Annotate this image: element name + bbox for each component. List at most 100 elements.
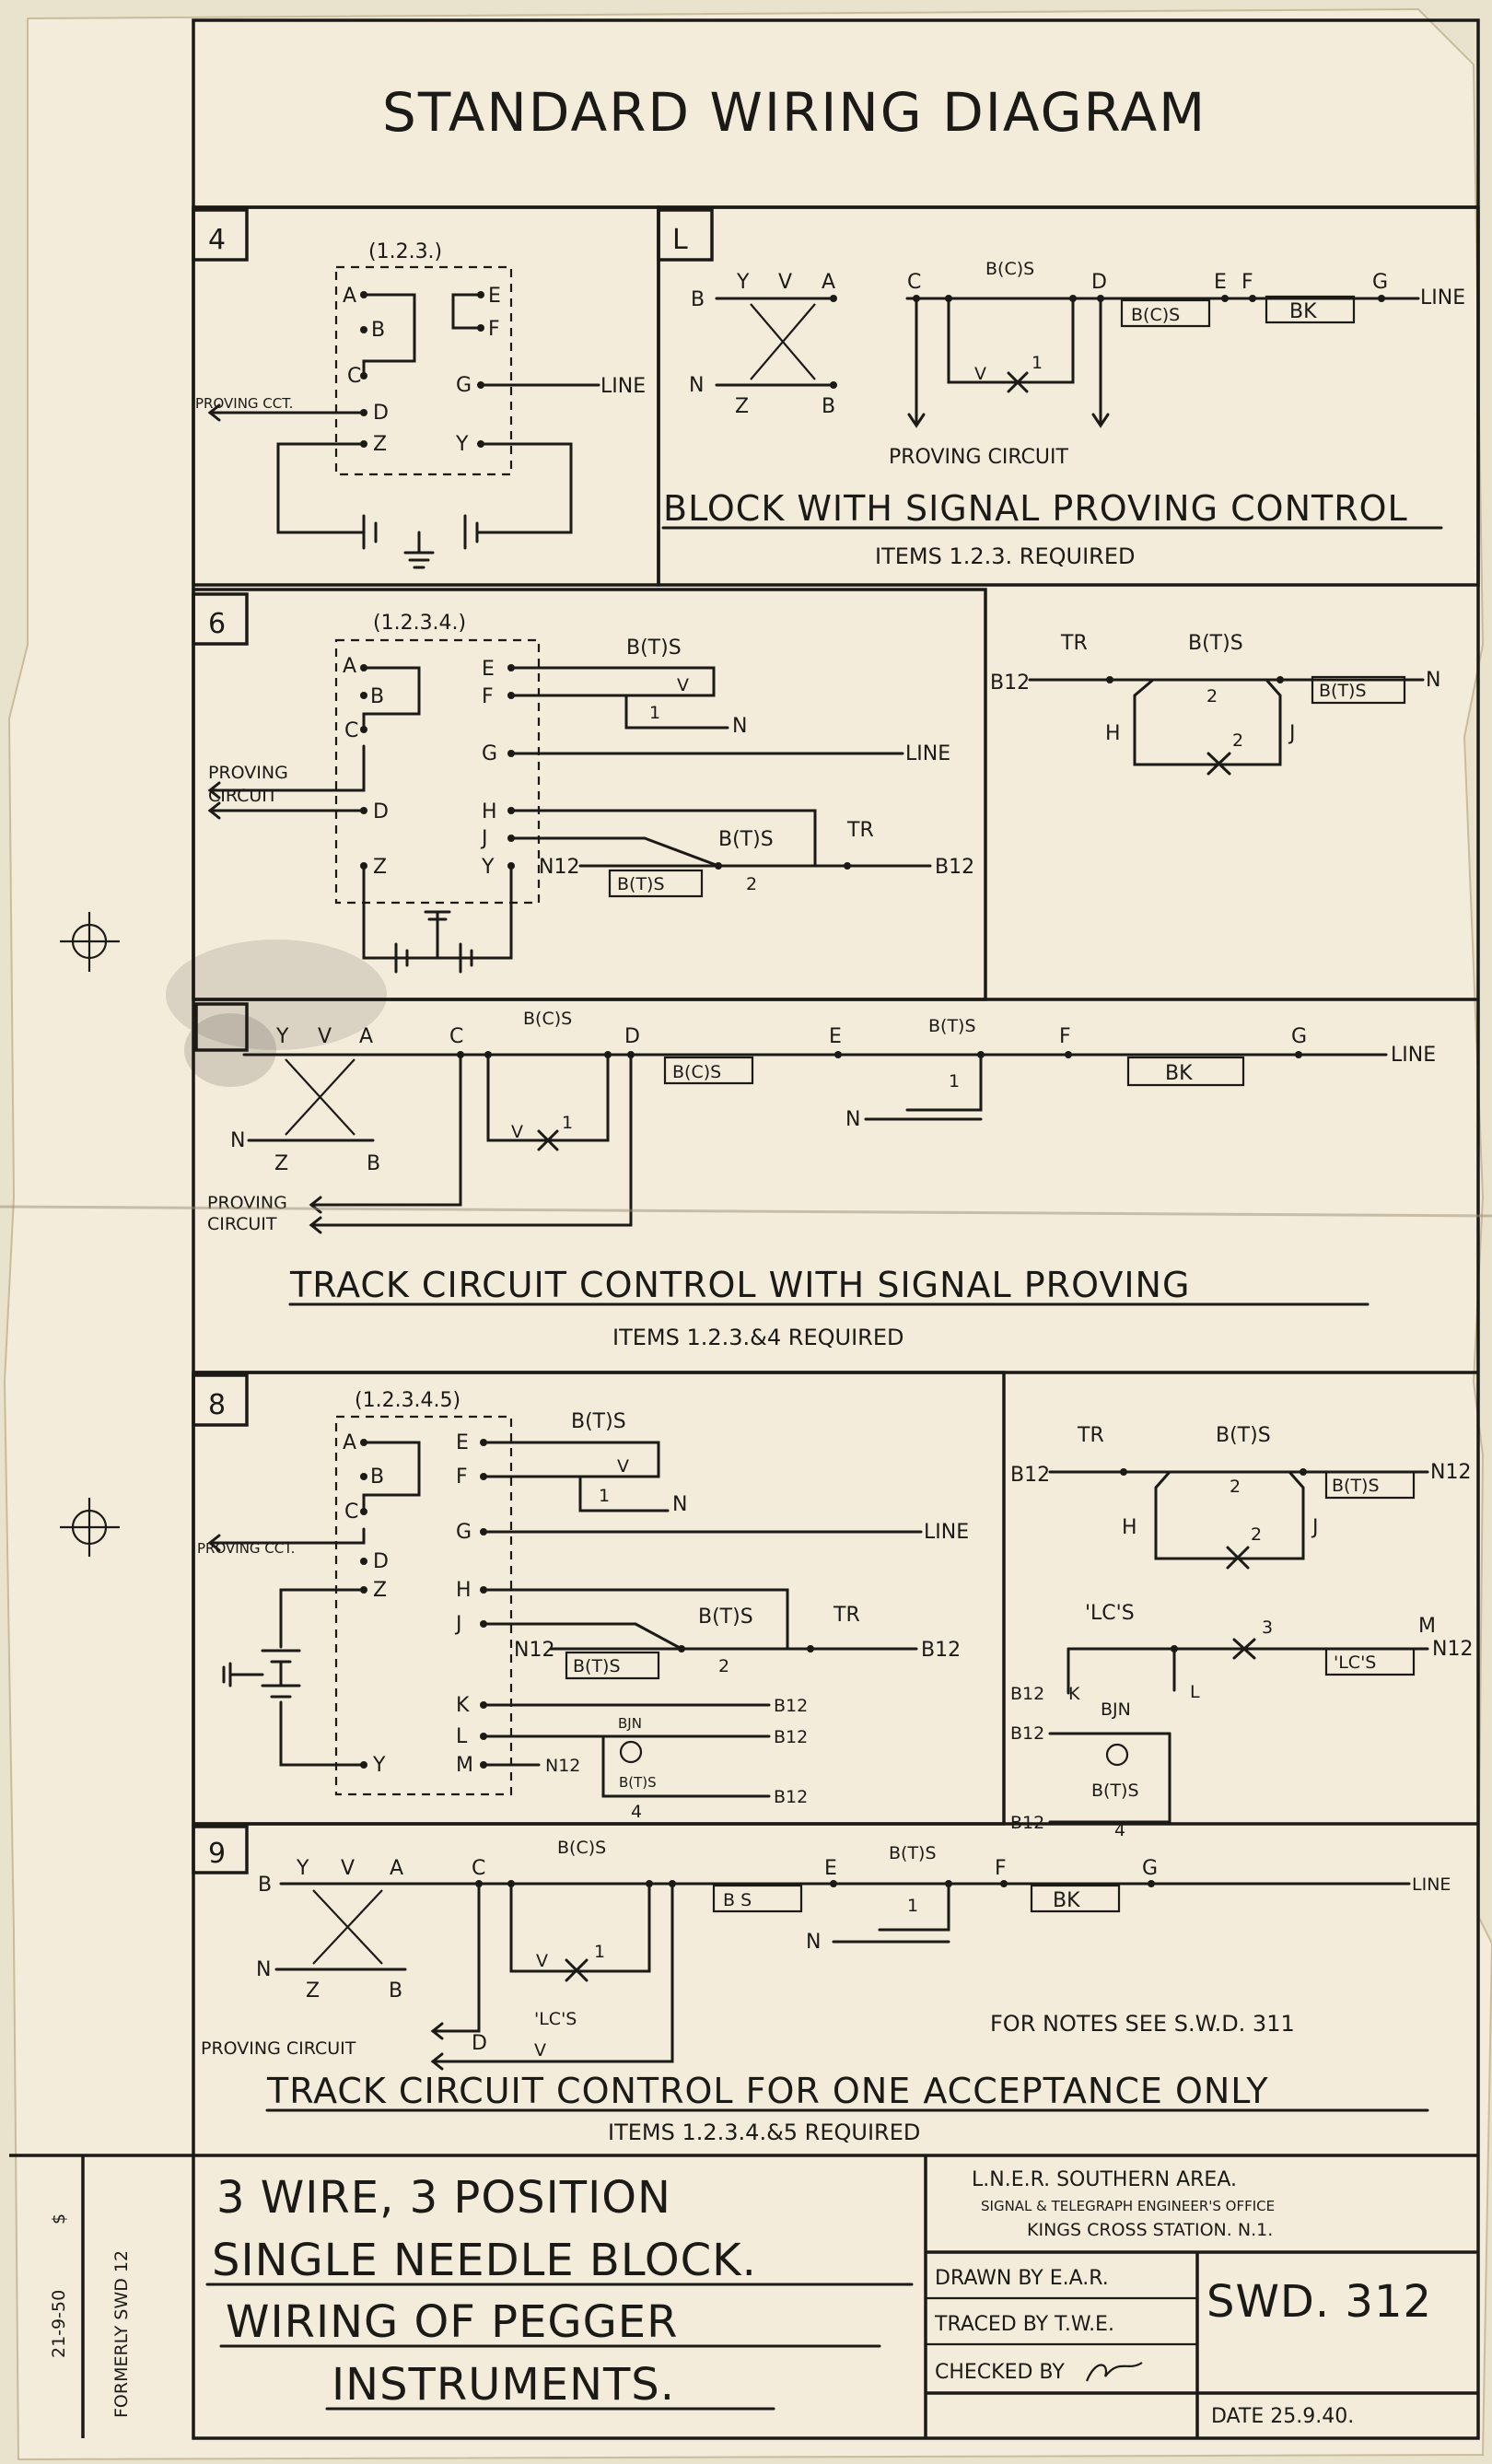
label-c: C	[472, 1857, 485, 1880]
label-two: 2	[1232, 730, 1243, 751]
terminal-g: G	[482, 742, 497, 765]
label-bts: B(T)S	[619, 1774, 657, 1791]
label-two: 2	[1230, 1477, 1241, 1497]
label-bts: B(T)S	[1216, 1424, 1271, 1447]
label-n12: N12	[545, 1756, 580, 1776]
notes-reference: FOR NOTES SEE S.W.D. 311	[990, 2011, 1295, 2037]
label-lcs: 'LC'S	[1085, 1602, 1135, 1625]
label-b12: B12	[1010, 1684, 1044, 1704]
label-v: V	[534, 2040, 546, 2061]
label-f: F	[1241, 271, 1253, 294]
terminal-g: G	[456, 1521, 472, 1544]
drawing-date: DATE 25.9.40.	[1211, 2405, 1354, 2428]
traced-by: TRACED BY T.W.E.	[934, 2313, 1114, 2336]
label-v: V	[974, 364, 986, 384]
label-b: B	[367, 1152, 380, 1175]
stain	[184, 1013, 276, 1087]
label-one: 1	[594, 1942, 605, 1962]
label-v: V	[318, 1025, 332, 1048]
margin-mark: $	[49, 2213, 69, 2225]
box-bcs: B(C)S	[1131, 305, 1180, 325]
terminal-d: D	[373, 402, 389, 425]
label-bjn: BJN	[618, 1715, 642, 1732]
proving-label: CIRCUIT	[208, 786, 278, 806]
proving-label: PROVING	[207, 1193, 287, 1213]
diagram-7: Y V A N Z B C B(C)S D E B(T)S F G LINE V…	[193, 998, 1478, 1350]
label-z: Z	[274, 1152, 288, 1175]
label-a: A	[822, 271, 835, 294]
label-one: 1	[649, 703, 660, 723]
box-bk: BK	[1289, 300, 1317, 323]
label-b: B	[822, 395, 835, 418]
drawn-by: DRAWN BY E.A.R.	[935, 2267, 1109, 2290]
box-bts: B(T)S	[1332, 1476, 1380, 1496]
label-g: G	[1372, 271, 1388, 294]
label-j: J	[1311, 1516, 1319, 1539]
label-two: 2	[1206, 686, 1218, 707]
label-d: D	[472, 2032, 487, 2055]
label-bts: B(T)S	[889, 1843, 937, 1863]
terminal-b: B	[371, 319, 385, 342]
label-bcs: B(C)S	[557, 1838, 606, 1858]
label-n: N	[845, 1108, 860, 1131]
label-d: D	[1091, 271, 1107, 294]
caption: TRACK CIRCUIT CONTROL WITH SIGNAL PROVIN…	[289, 1265, 1190, 1305]
label-y: Y	[275, 1025, 289, 1048]
box-bts: B(T)S	[573, 1656, 621, 1676]
terminal-c: C	[344, 1501, 358, 1524]
label-one: 1	[1032, 353, 1043, 373]
terminal-e: E	[482, 658, 495, 681]
label-v: V	[341, 1857, 355, 1880]
label-n: N	[689, 374, 704, 397]
title-line-4: INSTRUMENTS.	[332, 2359, 675, 2411]
terminal-k: K	[456, 1694, 470, 1717]
diagram-4: 4 (1.2.3.) A B C D Z E F G Y PROVING CCT…	[192, 205, 660, 587]
label-tr: TR	[1060, 632, 1088, 655]
label-bts: B(T)S	[626, 636, 682, 660]
label-n: N	[672, 1493, 687, 1516]
label-c: C	[449, 1025, 463, 1048]
items-label: (1.2.3.)	[368, 240, 442, 263]
line-label: LINE	[600, 375, 646, 398]
label-n12: N12	[539, 856, 579, 879]
company-name: L.N.E.R. SOUTHERN AREA.	[972, 2168, 1237, 2191]
label-bts: B(T)S	[698, 1606, 753, 1629]
terminal-f: F	[488, 318, 500, 341]
label-bts: B(T)S	[571, 1410, 626, 1433]
title-block: 3 WIRE, 3 POSITION SINGLE NEEDLE BLOCK. …	[193, 2154, 1478, 2438]
label-bcs: B(C)S	[985, 259, 1034, 279]
label-bts: B(T)S	[928, 1016, 976, 1036]
items-label: (1.2.3.4.)	[373, 612, 466, 635]
label-j: J	[1288, 722, 1296, 745]
diagram-number: L	[672, 224, 688, 256]
box-bk: BK	[1053, 1889, 1080, 1912]
label-c: C	[907, 271, 921, 294]
items-label: (1.2.3.4.5)	[355, 1389, 460, 1412]
label-f: F	[1059, 1025, 1071, 1048]
label-b12: B12	[935, 856, 974, 879]
terminal-d: D	[373, 1550, 389, 1573]
label-v: V	[778, 271, 792, 294]
label-one: 1	[949, 1071, 960, 1092]
terminal-f: F	[456, 1466, 468, 1489]
terminal-m: M	[456, 1754, 473, 1777]
paper-fold	[0, 1205, 1492, 1218]
line-label: LINE	[924, 1521, 969, 1544]
box-lcs: 'LC'S	[1334, 1652, 1376, 1673]
label-n: N	[1426, 669, 1440, 692]
box-bcs: B(C)S	[672, 1062, 721, 1082]
label-bcs: B(C)S	[523, 1009, 572, 1029]
label-three: 3	[1262, 1617, 1273, 1638]
label-four: 4	[631, 1802, 642, 1822]
caption: TRACK CIRCUIT CONTROL FOR ONE ACCEPTANCE…	[266, 2071, 1269, 2111]
label-bjn: BJN	[1101, 1699, 1131, 1720]
label-y: Y	[296, 1857, 309, 1880]
terminal-c: C	[344, 719, 358, 742]
proving-label: PROVING CCT.	[197, 1540, 295, 1557]
terminal-a: A	[343, 285, 356, 308]
label-a: A	[359, 1025, 373, 1048]
diagram-6: 6 (1.2.3.4.) A B C D Z E F G H J Y PROVI…	[192, 588, 1440, 1001]
label-z: Z	[735, 395, 749, 418]
items-required: ITEMS 1.2.3.4.&5 REQUIRED	[608, 2120, 920, 2145]
